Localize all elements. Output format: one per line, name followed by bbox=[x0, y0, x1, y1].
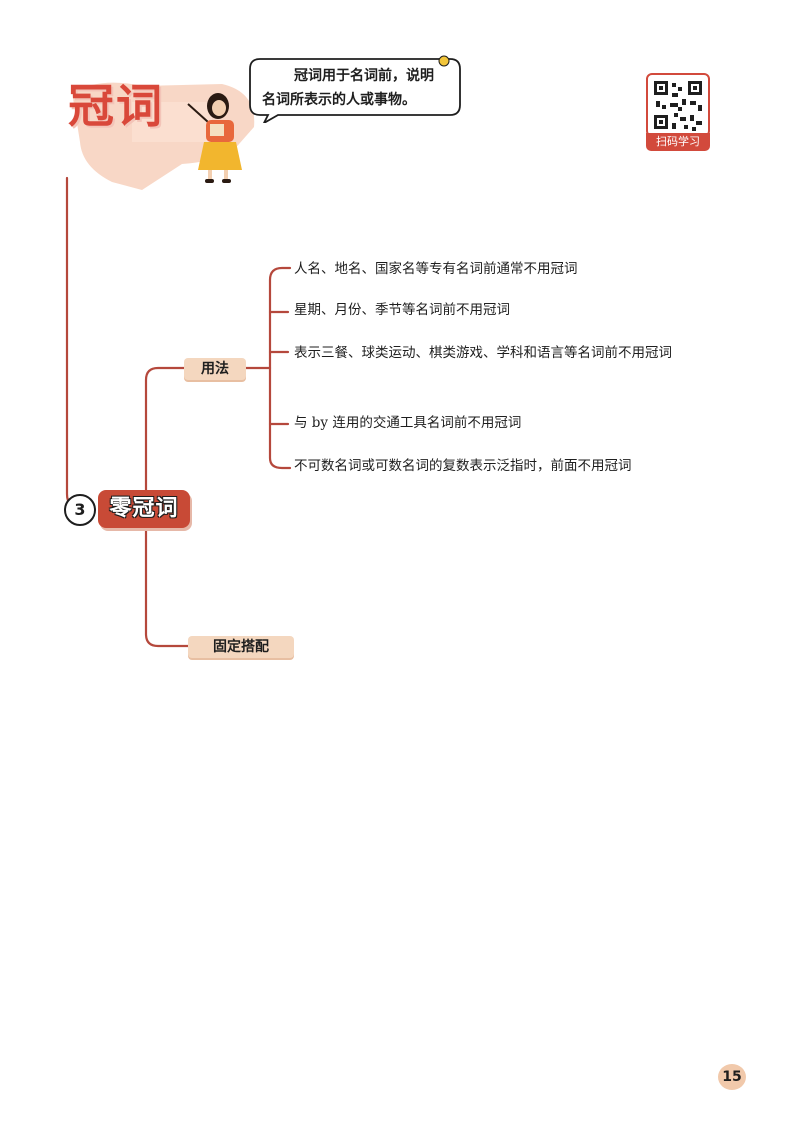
branch-node-usage: 用法 bbox=[184, 358, 246, 380]
branch-line-usage bbox=[144, 366, 186, 492]
leaf-line-1 bbox=[268, 266, 292, 370]
usage-item-generic-nouns: 不可数名词或可数名词的复数表示泛指时，前面不用冠词 bbox=[294, 458, 632, 474]
speech-bubble bbox=[249, 55, 461, 123]
section-number-badge: 3 bbox=[64, 494, 96, 526]
branch-line-fixed bbox=[144, 526, 190, 648]
bubble-text: 冠词用于名词前，说明 名词所表示的人或事物。 bbox=[262, 64, 462, 112]
usage-item-proper-nouns: 人名、地名、国家名等专有名词前通常不用冠词 bbox=[294, 261, 578, 277]
trunk-line bbox=[65, 176, 83, 510]
leaf-line-5 bbox=[268, 366, 292, 470]
bubble-line-2: 名词所表示的人或事物。 bbox=[262, 92, 416, 108]
qr-code[interactable] bbox=[646, 73, 710, 137]
section-title-node: 零冠词 bbox=[98, 490, 190, 528]
usage-item-transport-by: 与 by 连用的交通工具名词前不用冠词 bbox=[294, 415, 522, 431]
page-title: 冠词 bbox=[68, 79, 164, 133]
page-number: 15 bbox=[718, 1064, 746, 1090]
qr-label: 扫码学习 bbox=[646, 133, 710, 151]
usage-item-days-months-seasons: 星期、月份、季节等名词前不用冠词 bbox=[294, 302, 510, 318]
teacher-illustration bbox=[187, 93, 242, 183]
usage-item-meals-sports-subjects: 表示三餐、球类运动、棋类游戏、学科和语言等名词前不用冠词 bbox=[294, 345, 672, 361]
bubble-line-1: 冠词用于名词前，说明 bbox=[294, 68, 434, 84]
branch-node-fixed-collocation: 固定搭配 bbox=[188, 636, 294, 658]
qr-code-pattern bbox=[654, 81, 702, 131]
